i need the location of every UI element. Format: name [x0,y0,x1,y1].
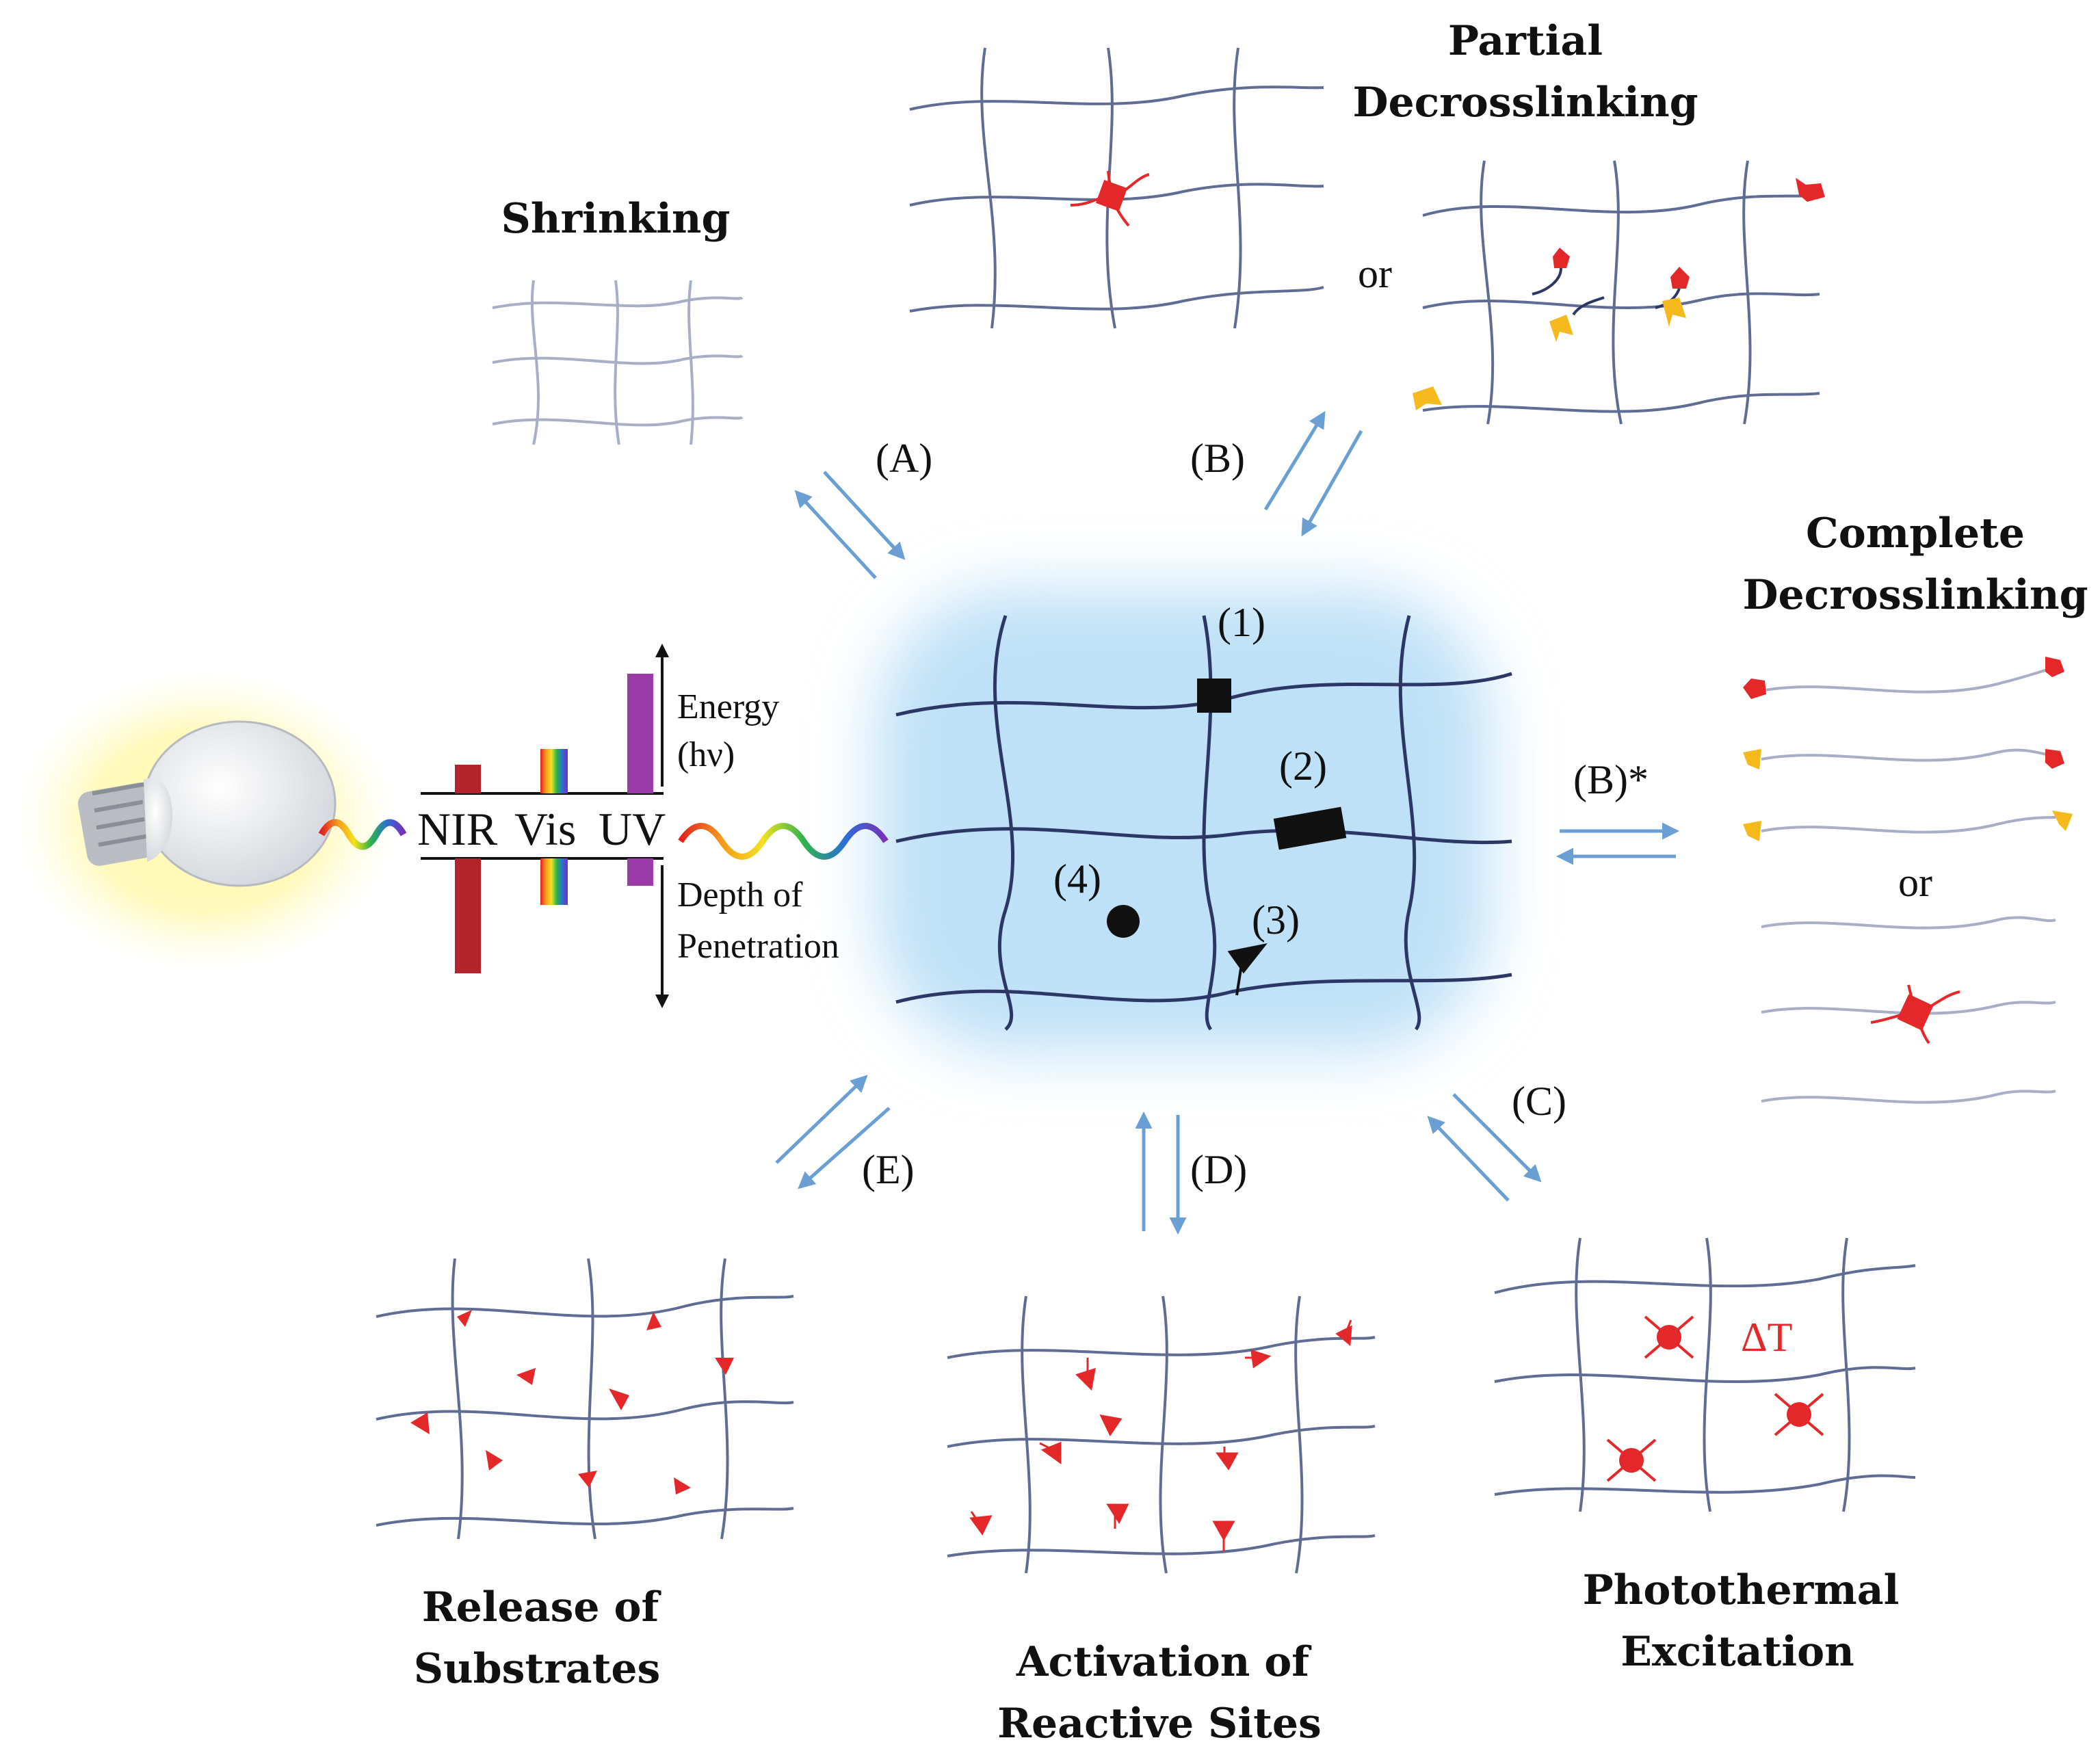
pathway-arrows: (A) (B) (B)* (C) (D) (E) [775,410,1679,1235]
site-3-label: (3) [1252,897,1300,943]
shrinking-panel: Shrinking [492,195,744,445]
pathway-b-label: (B) [1190,436,1245,481]
cleaved-end-icons [1413,178,1825,410]
released-substrate-icons [410,1310,734,1495]
nir-bar-down [455,858,481,973]
uv-bar-up [627,674,653,793]
outgoing-light-wave [678,823,889,860]
site-1-label: (1) [1218,600,1265,645]
pathway-b-star-label: (B)* [1573,757,1649,802]
activation-panel: Activation of Reactive Sites [947,1295,1376,1748]
arrow-c-in [1427,1116,1510,1202]
release-title-line2: Substrates [414,1645,661,1693]
pathway-c-label: (C) [1512,1079,1566,1124]
nir-label: NIR [417,803,498,855]
complete-title-line1: Complete [1806,510,2025,557]
incoming-light-wave [318,819,407,850]
uv-bar-down [627,858,653,886]
arrow-c-out [1452,1093,1542,1183]
vis-bar-down [540,858,568,905]
complete-decrosslinking-panel: Complete Decrosslinking or [1742,510,2088,1104]
energy-unit-label: (hν) [677,735,735,774]
uv-label: UV [599,803,666,855]
complete-title-line2: Decrosslinking [1742,571,2088,619]
partial-decrosslinking-panel: Partial Decrosslinking or [909,17,1825,425]
or-label-partial: or [1358,251,1392,296]
site-1-marker [1197,679,1231,713]
photocleavable-crosslink-icon [1070,170,1150,227]
intact-crosslink-icon [1870,984,1960,1044]
vis-label: Vis [514,803,576,855]
activation-title-line2: Reactive Sites [997,1700,1322,1748]
activated-site-icons [969,1319,1352,1551]
pathway-d-label: (D) [1190,1147,1247,1192]
pathway-e-label: (E) [862,1147,915,1192]
free-chain-end-icons [1743,657,2073,841]
arrow-b-in [1301,430,1363,537]
release-panel: Release of Substrates [376,1258,794,1693]
site-4-marker [1107,905,1140,938]
pathway-a-label: (A) [876,436,932,481]
partial-title-line2: Decrosslinking [1352,79,1698,127]
arrow-a-out [794,490,877,579]
penetration-label: Penetration [677,927,839,966]
site-2-label: (2) [1279,743,1327,789]
vis-bar-up [540,749,568,793]
heat-source-icons [1606,1315,1824,1482]
light-source [14,670,407,971]
or-label-complete: or [1898,860,1932,905]
photothermal-title-line2: Excitation [1620,1628,1854,1676]
nir-bar-up [455,765,481,793]
activation-title-line1: Activation of [1016,1638,1312,1686]
light-bulb-icon [78,720,337,887]
depth-label: Depth of [677,876,803,914]
site-3-marker [1227,943,1268,996]
photothermal-panel: ΔT Photothermal Excitation [1494,1237,1916,1676]
network-glow [876,588,1491,1053]
delta-t-label: ΔT [1741,1315,1792,1360]
shrinking-title: Shrinking [501,195,731,243]
arrow-a-in [823,471,906,560]
arrow-b-out [1263,410,1326,511]
partial-title-line1: Partial [1448,17,1603,65]
central-network: (1) (2) (3) (4) [876,588,1512,1053]
arrow-e-in [798,1107,891,1189]
release-title-line1: Release of [422,1583,662,1631]
photothermal-title-line1: Photothermal [1583,1566,1900,1614]
energy-label: Energy [677,687,779,726]
site-2-marker [1273,806,1347,850]
arrow-e-out [775,1075,868,1164]
site-4-label: (4) [1053,856,1101,901]
spectrum-panel: NIR Vis UV Energy (hν) Depth of Penetrat… [417,644,889,1008]
